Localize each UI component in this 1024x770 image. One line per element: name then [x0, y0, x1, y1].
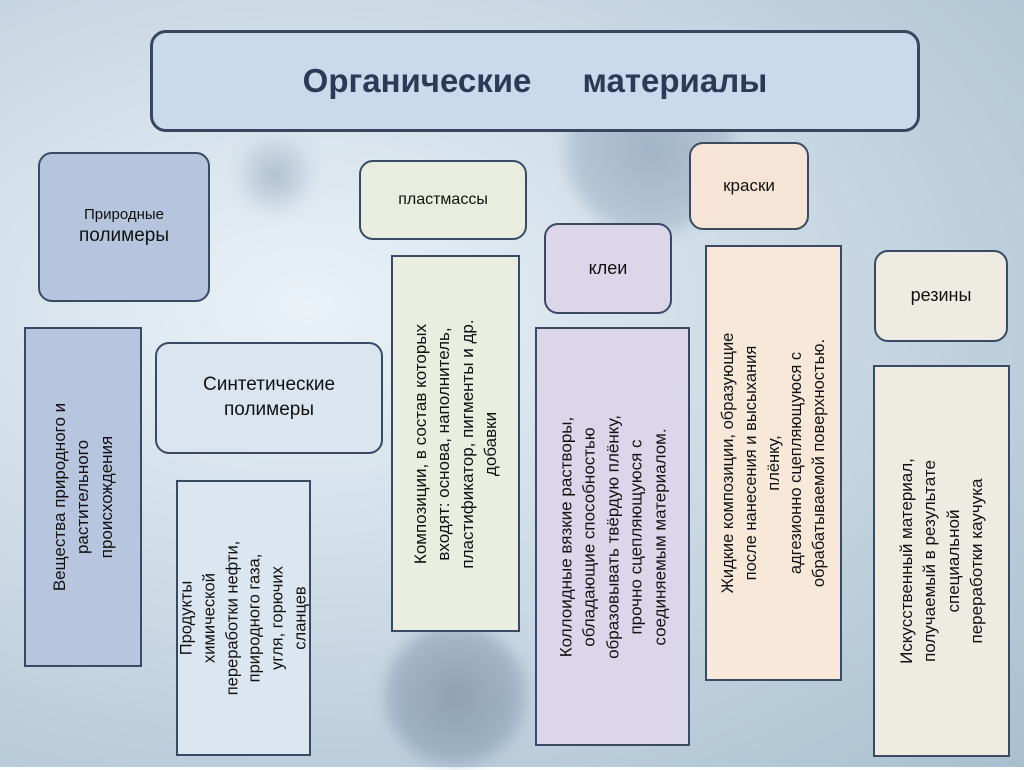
synthetic-desc-line: угля, горючих	[268, 566, 287, 670]
glues-callout: клеи	[544, 223, 672, 314]
natural-polymers-label-line1: Природные	[83, 205, 165, 223]
synthetic-desc-line: переработки нефти,	[222, 540, 241, 696]
synthetic-polymers-label-line2: полимеры	[224, 399, 314, 420]
natural-desc-line: Вещества природного и	[49, 402, 69, 592]
background-molecule-sphere	[380, 620, 530, 770]
paints-callout: краски	[689, 142, 809, 230]
rubbers-desc-line: переработки каучука	[966, 478, 986, 644]
paints-label: краски	[723, 175, 775, 195]
paints-desc-line: после нанесения и высыхания	[741, 345, 760, 581]
glues-desc-line: прочно сцепляющуюся с	[626, 438, 646, 635]
plastics-desc-line: Композиции, в состав которых	[410, 323, 430, 564]
background-molecule-sphere	[230, 130, 320, 220]
synthetic-polymers-label-line1: Синтетические	[202, 374, 336, 396]
plastics-callout: пластмассы	[359, 160, 527, 240]
rubbers-label: резины	[910, 285, 972, 306]
plastics-description: Композиции, в состав которых входят: осн…	[391, 255, 520, 632]
synthetic-desc-line: химической	[199, 573, 218, 663]
rubbers-desc-line: Искусственный материал,	[896, 458, 916, 664]
synthetic-polymers-description: Продукты химической переработки нефти, п…	[176, 480, 311, 756]
natural-polymers-description: Вещества природного и растительного прои…	[24, 327, 142, 667]
paints-description: Жидкие композиции, образующие после нане…	[705, 245, 842, 681]
rubbers-description: Искусственный материал, получаемый в рез…	[873, 365, 1010, 757]
synthetic-desc-line: Продукты	[177, 580, 196, 656]
synthetic-desc-line: природного газа,	[245, 553, 264, 683]
synthetic-polymers-callout: Синтетические полимеры	[155, 342, 383, 454]
plastics-label: пластмассы	[398, 190, 488, 208]
plastics-desc-line: добавки	[480, 411, 500, 476]
natural-polymers-label-line2: полимеры	[79, 225, 169, 247]
paints-desc-line: плёнку,	[764, 435, 783, 491]
paints-desc-line: адгезионно сцепляющуюся с	[786, 351, 805, 575]
glues-desc-line: обладающие способностью	[579, 426, 599, 647]
synthetic-desc-line: сланцев	[291, 586, 310, 650]
paints-desc-line: Жидкие композиции, образующие	[718, 332, 737, 594]
glues-desc-line: образовывать твёрдую плёнку,	[602, 414, 622, 659]
paints-desc-line: обрабатываемой поверхностью.	[809, 338, 828, 588]
natural-desc-line: происхождения	[96, 435, 116, 559]
diagram-title-box: Органические материалы	[150, 30, 920, 132]
glues-description: Коллоидные вязкие растворы, обладающие с…	[535, 327, 690, 746]
diagram-title: Органические материалы	[302, 62, 768, 99]
glues-desc-line: соединяемым материалом.	[649, 427, 669, 646]
natural-polymers-callout: Природные полимеры	[38, 152, 210, 302]
natural-desc-line: растительного	[73, 439, 93, 555]
glues-label: клеи	[588, 257, 628, 278]
rubbers-desc-line: получаемый в результате	[920, 460, 940, 662]
rubbers-desc-line: специальной	[943, 509, 963, 613]
plastics-desc-line: входят: основа, наполнитель,	[434, 326, 454, 561]
glues-desc-line: Коллоидные вязкие растворы,	[555, 416, 575, 657]
rubbers-callout: резины	[874, 250, 1008, 342]
plastics-desc-line: пластификатор, пигменты и др.	[457, 318, 477, 569]
